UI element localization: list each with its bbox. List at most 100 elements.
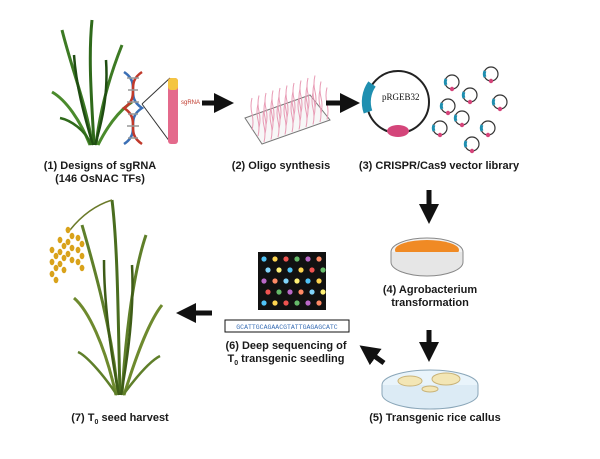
rice-grain [65,250,71,258]
rice-grain [79,264,85,272]
oligo-strand [313,75,317,108]
oligo-strand [298,88,302,122]
oligo-strand [312,83,316,117]
oligo-strand [283,102,287,135]
oligo-strand [284,93,288,127]
sequencing-cluster [305,278,311,284]
sequencing-cluster [309,289,315,295]
sequencing-cluster [283,278,289,284]
sequencing-cluster [294,300,300,306]
sgrna-tag: sgRNA [181,100,200,106]
sequencing-cluster [283,300,289,306]
sequencing-cluster [298,267,304,273]
library-plasmid-icon [463,136,480,154]
dna-helix-icon [121,70,145,146]
oligo-array-icon [244,75,331,145]
oligo-strand [318,89,322,123]
rice-grain [61,242,67,250]
sequencing-cluster [316,300,322,306]
sequencing-cluster [316,256,322,262]
oligo-strand [291,91,295,124]
oligo-strand [292,82,296,116]
step4-label: (4) Agrobacterium transformation [382,284,478,309]
oligo-strand [277,96,281,129]
sequencing-cluster [265,267,271,273]
library-plasmid-icon [439,98,456,116]
rice-grain [57,260,63,268]
rice-grain [69,256,75,264]
sequencing-cluster [265,289,271,295]
sequencing-cluster [305,256,311,262]
sequencing-cluster [320,267,326,273]
step7-label: (7) T0 seed harvest [71,412,169,427]
oligo-strand [297,97,301,130]
sequencing-cluster [294,256,300,262]
rice-grain [75,246,81,254]
oligo-strand [276,104,280,138]
oligo-strand [264,92,268,126]
rice-grain [61,254,67,262]
library-plasmid-icon [431,120,448,138]
rice-grain [53,276,59,284]
vector-name: pRGEB32 [382,92,420,102]
rice-grain [75,258,81,266]
rice-plant-icon [51,19,133,146]
rice-grain [61,266,67,274]
rice-grain [69,244,75,252]
sequencing-cluster [287,289,293,295]
sequencing-cluster [298,289,304,295]
rice-grain [49,246,55,254]
library-plasmid-icon [479,120,496,138]
oligo-strand [256,103,260,137]
oligo-strand [271,90,275,123]
oligo-strand [306,77,310,111]
oligo-strand [250,97,254,131]
sequencing-cluster [283,256,289,262]
step1-label: (1) Designs of sgRNA (146 OsNAC TFs) [43,160,157,185]
sequencing-cluster [287,267,293,273]
arrow-step5-to-step6 [359,345,386,366]
sgrna-icon: sgRNA [141,77,200,144]
sequencing-cluster [272,300,278,306]
sequencing-cluster [316,278,322,284]
step6-label: (6) Deep sequencing of T0 transgenic see… [225,340,347,368]
step2-label: (2) Oligo synthesis [231,160,331,172]
sequencing-cluster [261,256,267,262]
library-plasmid-icon [453,110,470,128]
library-plasmid-icon [482,66,499,84]
rice-grain [57,236,63,244]
rice-grain [49,270,55,278]
oligo-strand [257,95,261,128]
sequencing-cluster [276,289,282,295]
rice-grain [53,252,59,260]
oligo-strand [262,109,266,143]
sequencing-cluster [294,278,300,284]
sequencing-cluster [309,267,315,273]
oligo-strand [305,86,309,119]
rice-grain [79,240,85,248]
oligo-strand [319,81,323,114]
sequencing-cluster [272,256,278,262]
sequencing-grid-icon: GCATTGCAGAACGTATTGAGAGCATC [224,252,350,333]
plasmid-icon: pRGEB32 [361,70,430,137]
oligo-strand [278,87,282,121]
sequencing-cluster [305,300,311,306]
oligo-strand [290,99,294,133]
sequencing-cluster [261,300,267,306]
step3-label: (3) CRISPR/Cas9 vector library [358,160,520,172]
oligo-strand [270,98,274,132]
rice-grain [65,226,71,234]
step5-label: (5) Transgenic rice callus [369,412,501,424]
oligo-strand [285,85,289,118]
rice-grain [65,238,71,246]
oligo-strand [304,94,308,128]
library-plasmid-icon [443,74,460,92]
rice-grain [49,258,55,266]
sequencing-cluster [320,289,326,295]
sequence-read: GCATTGCAGAACGTATTGAGAGCATC [236,324,338,331]
petri-dish-icon [390,237,464,277]
rice-grain [69,232,75,240]
rice-harvest-icon [49,199,164,396]
rice-grain [53,264,59,272]
